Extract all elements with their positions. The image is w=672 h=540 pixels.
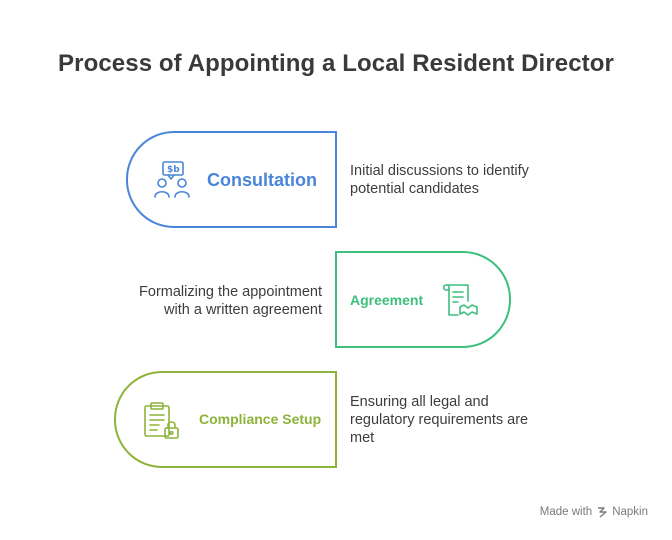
consultation-icon: $b [154,161,190,198]
napkin-brand-label: Napkin [612,506,648,518]
step-consultation-label: Consultation [207,170,317,190]
agreement-icon [442,284,478,316]
step-agreement-shape [335,251,511,348]
step-compliance-description: Ensuring all legal and regulatory requir… [350,394,529,446]
step-agreement-label: Agreement [350,292,424,308]
made-with-label: Made with [539,506,593,518]
step-compliance-label: Compliance Setup [199,411,322,427]
made-with-napkin-badge[interactable]: Made with Napkin [540,506,648,518]
napkin-logo-icon [598,507,607,518]
page-title: Process of Appointing a Local Resident D… [58,50,614,77]
svg-text:$b: $b [167,165,180,175]
compliance-icon [144,402,179,439]
step-agreement-description: Formalizing the appointment with a writt… [139,284,322,318]
step-consultation-description: Initial discussions to identify potentia… [350,163,529,197]
step-compliance-shape [114,371,337,468]
